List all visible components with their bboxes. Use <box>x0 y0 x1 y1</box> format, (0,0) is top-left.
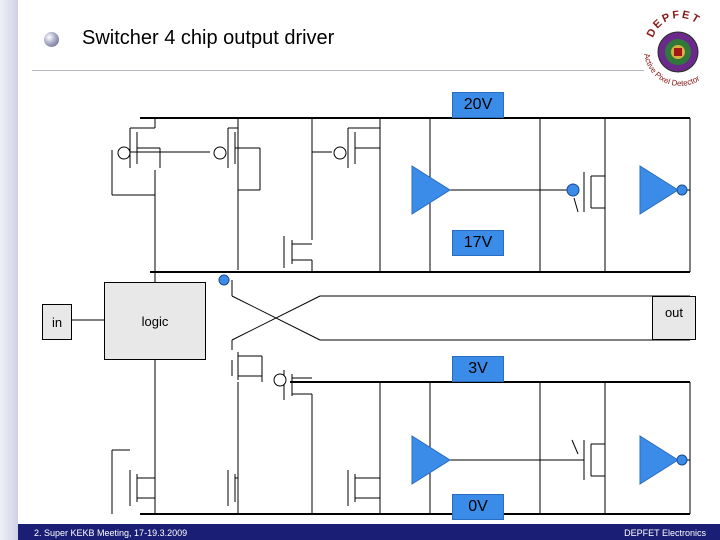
pmos-gate-bubble <box>213 146 227 160</box>
node-dot <box>566 183 580 197</box>
output-block-label: out <box>664 305 684 320</box>
title-divider <box>32 70 644 71</box>
rail-label-20v: 20V <box>452 92 504 118</box>
pmos-gate-bubble <box>117 146 131 160</box>
pmos-gate-bubble <box>333 146 347 160</box>
buffer-upper-left <box>411 165 451 215</box>
node-dot <box>676 454 688 466</box>
buffer-lower-right <box>639 435 679 485</box>
buffer-upper-right <box>639 165 679 215</box>
title-bullet-icon <box>44 32 59 47</box>
footer-group-text: DEPFET Electronics <box>624 528 706 538</box>
rail-label-0v: 0V <box>452 494 504 520</box>
rail-label-17v: 17V <box>452 230 504 256</box>
buffer-lower-left <box>411 435 451 485</box>
footer-bar <box>18 524 720 540</box>
input-block-label: in <box>51 314 63 330</box>
logic-block-label: logic <box>141 313 169 329</box>
left-decor-bar <box>0 0 18 540</box>
footer-meeting-text: 2. Super KEKB Meeting, 17-19.3.2009 <box>34 528 188 538</box>
output-block: out <box>652 296 696 340</box>
slide-title: Switcher 4 chip output driver <box>82 27 335 49</box>
node-dot <box>676 184 688 196</box>
pmos-gate-bubble <box>273 373 287 387</box>
input-block: in <box>42 304 72 340</box>
logic-block: logic <box>104 282 206 360</box>
node-dot <box>218 274 230 286</box>
rail-label-3v: 3V <box>452 356 504 382</box>
depfet-logo: DEPFET Active Pixel Detector <box>642 9 701 88</box>
